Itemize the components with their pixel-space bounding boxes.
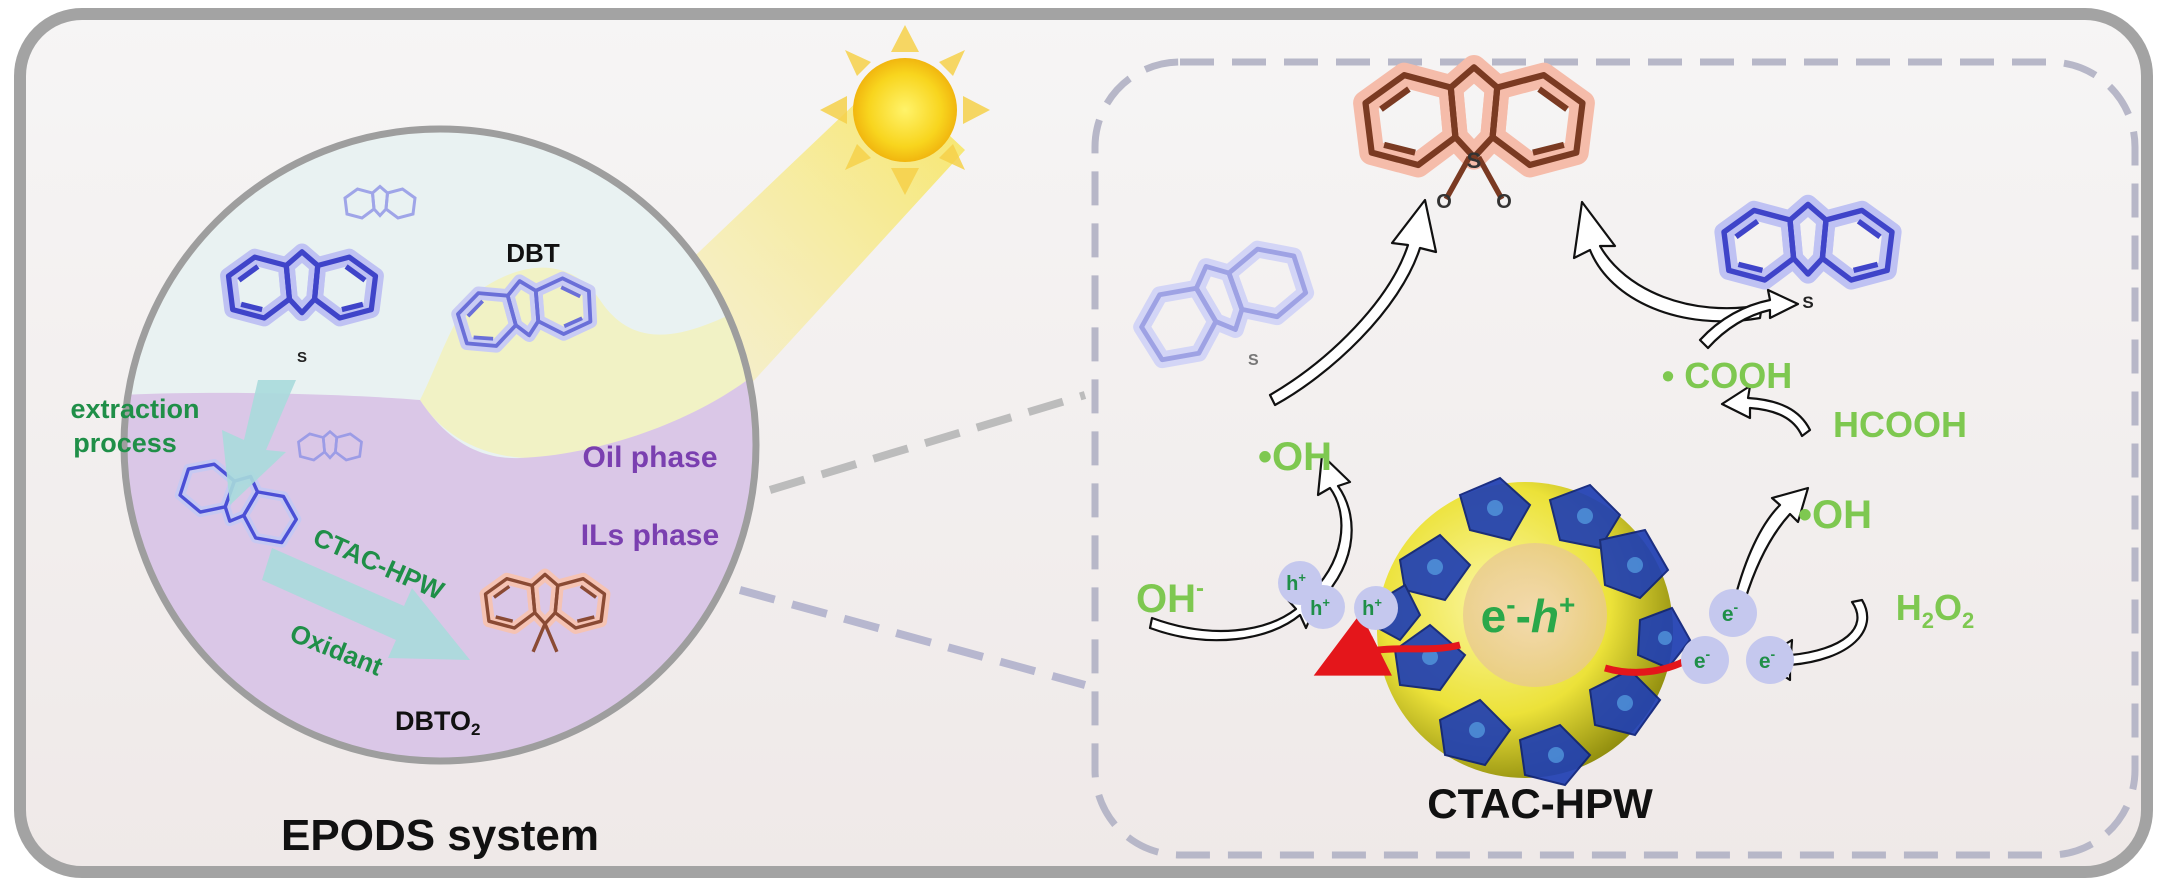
electron-bubbles [1681, 589, 1794, 684]
dbto2-molecule-left [486, 574, 605, 653]
extraction-label-line2: process [73, 428, 177, 458]
dbt-panel-left-s-atom: S [1248, 352, 1259, 369]
electron-3: e- [1759, 646, 1776, 673]
dbto2-molecule-top [1366, 67, 1583, 201]
cooh-radical-label: • COOH [1662, 355, 1793, 396]
dbto2-o-atom-left: O [1436, 191, 1452, 213]
oxidation-arrow [262, 548, 470, 660]
connector-dash-upper [768, 391, 1087, 494]
dbt-label: DBT [506, 238, 560, 268]
epods-system-title: EPODS system [281, 811, 599, 860]
sun-icon [820, 25, 990, 195]
hole-1: h+ [1286, 570, 1306, 595]
extraction-arrow [222, 380, 296, 505]
connector-dash-lower [738, 586, 1087, 689]
ils-phase-label: ILs phase [581, 519, 719, 552]
hole-3: h+ [1362, 595, 1382, 620]
ctac-hpw-catalyst [1376, 476, 1692, 787]
electron-2: e- [1694, 646, 1711, 673]
electron-hole-pair-label: e--h+ [1481, 589, 1576, 642]
dbto2-o-atom-right: O [1496, 191, 1512, 213]
hydroxyl-radical-right: •OH [1798, 493, 1872, 537]
hcooh-label: HCOOH [1833, 404, 1967, 445]
ctac-hpw-catalyst-label: CTAC-HPW [1427, 780, 1653, 827]
extraction-label-line1: extraction [70, 394, 199, 424]
hole-2: h+ [1310, 595, 1330, 620]
dbt-panel-right-s-atom: S [1802, 293, 1813, 312]
oil-phase-label: Oil phase [582, 441, 717, 474]
dbto2-label: DBTO2 [395, 706, 480, 739]
hole-bubbles [1278, 561, 1398, 630]
h2o2-label: H2O2 [1896, 587, 1975, 633]
dbto2-s-atom: S [1467, 148, 1482, 173]
hydroxide-ion-label: OH- [1136, 575, 1204, 621]
hole-transfer-arrow [1313, 613, 1461, 676]
hydroxyl-radical-left: •OH [1258, 435, 1332, 479]
electron-1: e- [1722, 599, 1739, 626]
s-atom-label: S [297, 349, 307, 366]
mechanism-panel [1091, 58, 2139, 859]
